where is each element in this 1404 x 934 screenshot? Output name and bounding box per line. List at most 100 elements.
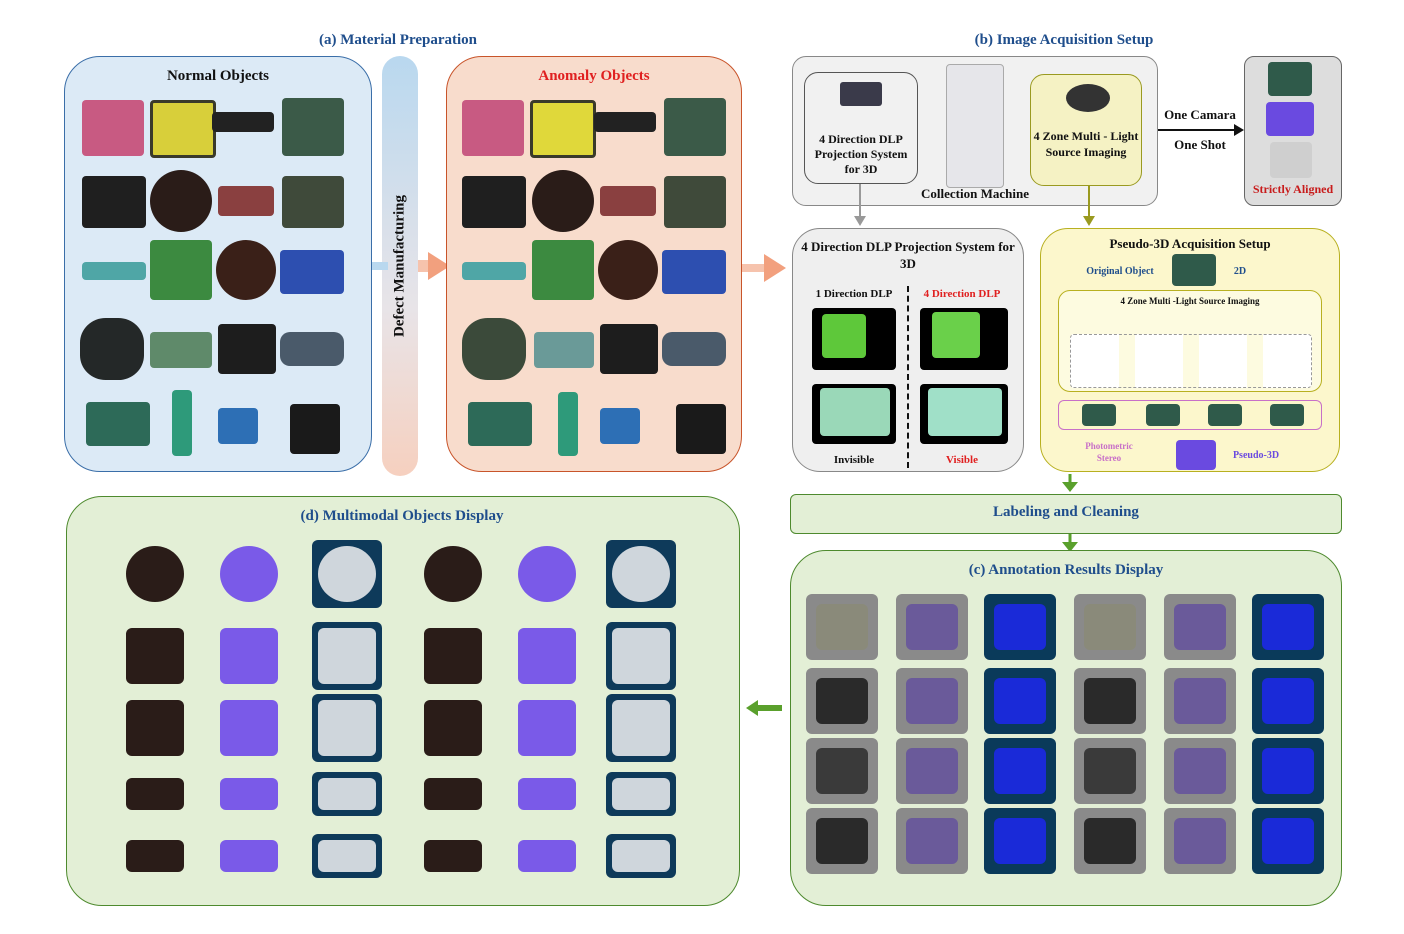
- multimodal-thumbnail: [312, 694, 382, 762]
- multimodal-thumbnail: [418, 540, 488, 608]
- object-normal: [150, 240, 212, 300]
- object-anomaly: [664, 98, 726, 156]
- invisible-label: Invisible: [833, 454, 875, 466]
- dlp-system-label: 4 Direction DLP Projection System for 3D: [814, 132, 908, 176]
- collection-machine-image: [946, 64, 1004, 188]
- dlp-image-one-top-obj: [822, 314, 866, 358]
- annotation-object: [1174, 748, 1226, 794]
- object-anomaly: [462, 100, 524, 156]
- connector-zone: [1088, 186, 1090, 218]
- arrow-anomaly-to-dlp: [742, 264, 766, 272]
- arrow-head-icon: [1062, 534, 1078, 552]
- object-anomaly: [468, 402, 532, 446]
- arrow-head-icon: [1062, 474, 1078, 492]
- annotation-thumbnail: [1252, 668, 1324, 734]
- multimodal-object: [612, 778, 670, 810]
- multimodal-object: [220, 778, 278, 810]
- arrow-head-icon: [1083, 216, 1095, 226]
- object-normal: [150, 332, 212, 368]
- object-normal: [82, 100, 144, 156]
- object-normal: [290, 404, 340, 454]
- multimodal-object: [518, 546, 576, 602]
- annotation-thumbnail: [1074, 594, 1146, 660]
- multimodal-thumbnail: [120, 772, 190, 816]
- object-normal: [212, 112, 274, 132]
- annotation-thumbnail: [1252, 808, 1324, 874]
- multimodal-thumbnail: [606, 540, 676, 608]
- original-object-image: [1172, 254, 1216, 286]
- photometric-image: [1208, 404, 1242, 426]
- annotation-thumbnail: [984, 594, 1056, 660]
- object-normal: [282, 98, 344, 156]
- object-anomaly: [600, 186, 656, 216]
- multimodal-object: [518, 840, 576, 872]
- multimodal-thumbnail: [312, 540, 382, 608]
- object-anomaly: [558, 392, 578, 456]
- multimodal-object: [220, 628, 278, 684]
- visible-label: Visible: [946, 454, 978, 466]
- labeling-cleaning-button[interactable]: [790, 494, 1342, 534]
- annotation-object: [1262, 748, 1314, 794]
- annotation-thumbnail: [1074, 668, 1146, 734]
- multimodal-object: [518, 778, 576, 810]
- section-c-title: (c) Annotation Results Display: [968, 562, 1164, 578]
- annotation-object: [1262, 604, 1314, 650]
- annotation-thumbnail: [806, 594, 878, 660]
- arrow-normal-to-defect: [372, 262, 388, 270]
- multimodal-object: [126, 546, 184, 602]
- pseudo3d-label: Pseudo-3D: [1232, 450, 1280, 461]
- original-object-label: Original Object: [1086, 266, 1154, 277]
- object-anomaly: [530, 100, 596, 158]
- multimodal-thumbnail: [312, 834, 382, 878]
- multimodal-object: [612, 546, 670, 602]
- multimodal-object: [318, 628, 376, 684]
- collection-machine-label: Collection Machine: [921, 186, 1029, 201]
- multimodal-thumbnail: [606, 772, 676, 816]
- multimodal-thumbnail: [418, 772, 488, 816]
- annotation-thumbnail: [984, 808, 1056, 874]
- zone-title: 4 Zone Multi -Light Source Imaging: [1120, 296, 1260, 306]
- annotation-thumbnail: [1074, 808, 1146, 874]
- annotation-object: [1084, 678, 1136, 724]
- object-normal: [218, 324, 276, 374]
- arrow-left-icon: [746, 700, 782, 716]
- multimodal-thumbnail: [606, 622, 676, 690]
- label-2d: 2D: [1233, 266, 1247, 277]
- object-normal: [150, 170, 212, 232]
- one-shot-label: One Shot: [1174, 137, 1226, 152]
- annotation-object: [816, 748, 868, 794]
- dlp-image-four-top-obj: [932, 312, 980, 358]
- multimodal-object: [424, 778, 482, 810]
- object-normal: [172, 390, 192, 456]
- multimodal-object: [126, 628, 184, 684]
- photometric-image: [1146, 404, 1180, 426]
- annotation-thumbnail: [1164, 594, 1236, 660]
- annotation-object: [1174, 678, 1226, 724]
- multimodal-object: [220, 700, 278, 756]
- multimodal-object: [318, 700, 376, 756]
- object-normal: [82, 262, 146, 280]
- multimodal-thumbnail: [512, 694, 582, 762]
- strictly-aligned-label: Strictly Aligned: [1252, 182, 1334, 196]
- object-anomaly: [600, 324, 658, 374]
- one-camera-label: One Camara: [1164, 107, 1236, 122]
- annotation-thumbnail: [806, 808, 878, 874]
- multimodal-thumbnail: [512, 622, 582, 690]
- object-normal: [150, 100, 216, 158]
- object-normal: [282, 176, 344, 228]
- multimodal-thumbnail: [120, 834, 190, 878]
- multimodal-object: [318, 546, 376, 602]
- arrow-head-icon: [428, 252, 450, 280]
- dlp-divider: [907, 286, 909, 468]
- multimodal-thumbnail: [512, 772, 582, 816]
- dlp-system-box[interactable]: [804, 72, 918, 184]
- dlp-image-four-bottom-obj: [928, 388, 1002, 436]
- object-anomaly: [664, 176, 726, 228]
- annotation-object: [994, 818, 1046, 864]
- dlp-panel-title: 4 Direction DLP Projection System for 3D: [801, 239, 1015, 271]
- photometric-row: [1058, 400, 1322, 430]
- section-d-title: (d) Multimodal Objects Display: [300, 508, 504, 524]
- aligned-image-gray: [1270, 142, 1312, 178]
- multimodal-thumbnail: [120, 540, 190, 608]
- multimodal-object: [612, 700, 670, 756]
